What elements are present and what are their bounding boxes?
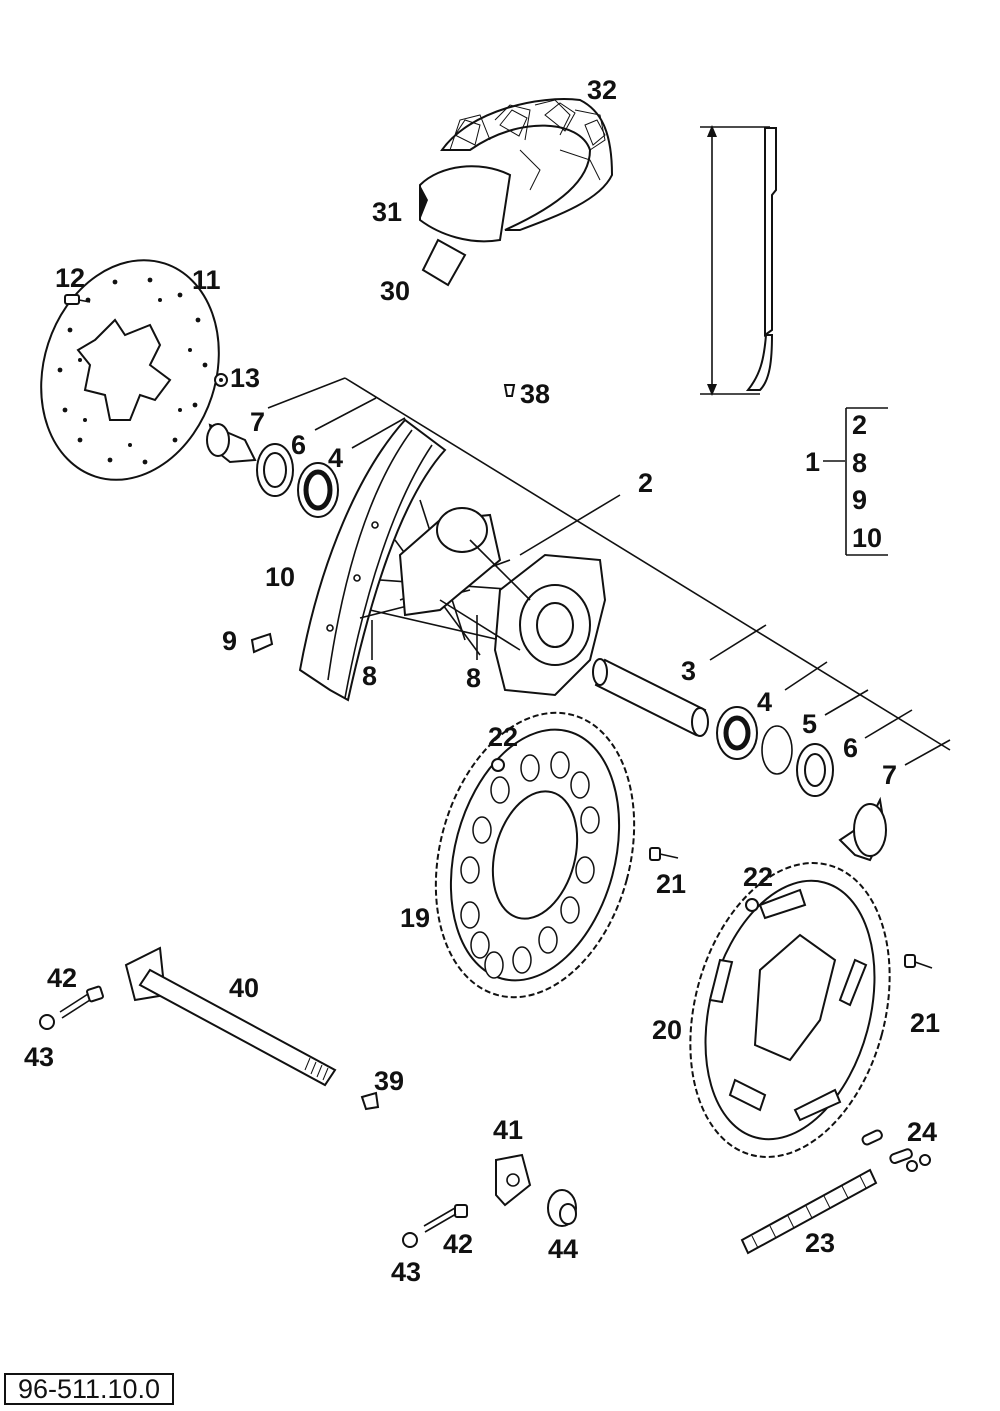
bearing-part-4-right [716,706,758,760]
nut-part-22-upper [491,758,505,772]
callout-3: 3 [681,656,696,686]
bearing-part-4-left [297,462,339,518]
rim-part-10 [298,418,447,702]
callout-6-left: 6 [291,430,306,460]
callout-19: 19 [400,903,430,933]
spacer-part-7-right [838,796,887,862]
disc-nut-part-13 [214,373,228,387]
spoke-dimension [700,125,777,396]
adjust-bolt-part-42-right [423,1204,468,1233]
callout-43-left: 43 [24,1042,54,1072]
callout-42-left: 42 [47,963,77,993]
callout-39: 39 [374,1066,404,1096]
callout-labels: 32 31 30 12 11 13 38 7 6 4 2 10 9 8 8 3 … [24,75,940,1287]
callout-22-lower: 22 [743,862,773,892]
spoke-nipple-part-9 [250,632,274,654]
callout-24: 24 [907,1117,937,1147]
callout-4-right: 4 [757,687,772,717]
callout-43-right: 43 [391,1257,421,1287]
assembly-item: 8 [852,448,867,478]
master-link-part-24 [861,1129,931,1172]
spacer-tube-part-3 [592,658,709,737]
spacer-part-7-left [206,423,257,464]
tire-part-32 [440,98,614,231]
assembly-item: 10 [852,523,882,553]
assembly-label: 1 [805,447,820,477]
axle-part-40 [124,946,337,1087]
callout-2: 2 [638,468,653,498]
callout-9: 9 [222,626,237,656]
callout-31: 31 [372,197,402,227]
callout-41: 41 [493,1115,523,1145]
assembly-item: 2 [852,410,867,440]
callout-20: 20 [652,1015,682,1045]
adjust-bolt-part-42-left [59,985,104,1019]
callout-44: 44 [548,1234,578,1264]
leader-lines [267,377,951,766]
disc-bolt-part-12 [64,294,91,305]
callout-23: 23 [805,1228,835,1258]
nut-part-44 [547,1189,577,1227]
callout-12: 12 [55,263,85,293]
nut-part-22-lower [745,898,759,912]
nut-part-43-right [402,1232,418,1248]
tube-part-31 [419,165,512,243]
callout-30: 30 [380,276,410,306]
callout-10: 10 [265,562,295,592]
callout-42-right: 42 [443,1229,473,1259]
brake-disc-part-11 [40,259,220,481]
callout-7-left: 7 [250,407,265,437]
callout-11: 11 [192,265,221,295]
callout-22-upper: 22 [488,722,518,752]
callout-8-left: 8 [362,661,377,691]
rim-strip-part-30 [421,238,467,287]
assembly-bracket [823,407,888,556]
callout-40: 40 [229,973,259,1003]
sprocket-part-19 [434,711,636,999]
chain-part-23 [740,1168,878,1255]
callout-7-right: 7 [882,760,897,790]
bolt-part-21-lower [904,954,933,969]
part-38 [503,384,516,397]
reference-number: 96-511.10.0 [4,1373,174,1405]
sprocket-part-20 [689,862,891,1158]
nut-part-39 [360,1091,380,1111]
callout-38: 38 [520,379,550,409]
seal-part-6-left [256,443,294,497]
nut-part-43-left [39,1014,55,1030]
callout-6-right: 6 [843,733,858,763]
callout-13: 13 [230,363,260,393]
assembly-item: 9 [852,485,867,515]
callout-21-lower: 21 [910,1008,940,1038]
seal-part-6-right [796,743,834,797]
hub-part-2 [398,507,607,697]
bolt-part-21-upper [649,847,679,861]
callout-4-left: 4 [328,443,343,473]
callout-5: 5 [802,709,817,739]
callout-8-right: 8 [466,663,481,693]
circlip-part-5 [761,725,793,775]
callout-21-upper: 21 [656,869,686,899]
chain-adjuster-part-41 [495,1153,532,1207]
callout-32: 32 [587,75,617,105]
assembly-group: 1 2 8 9 10 [805,410,882,553]
